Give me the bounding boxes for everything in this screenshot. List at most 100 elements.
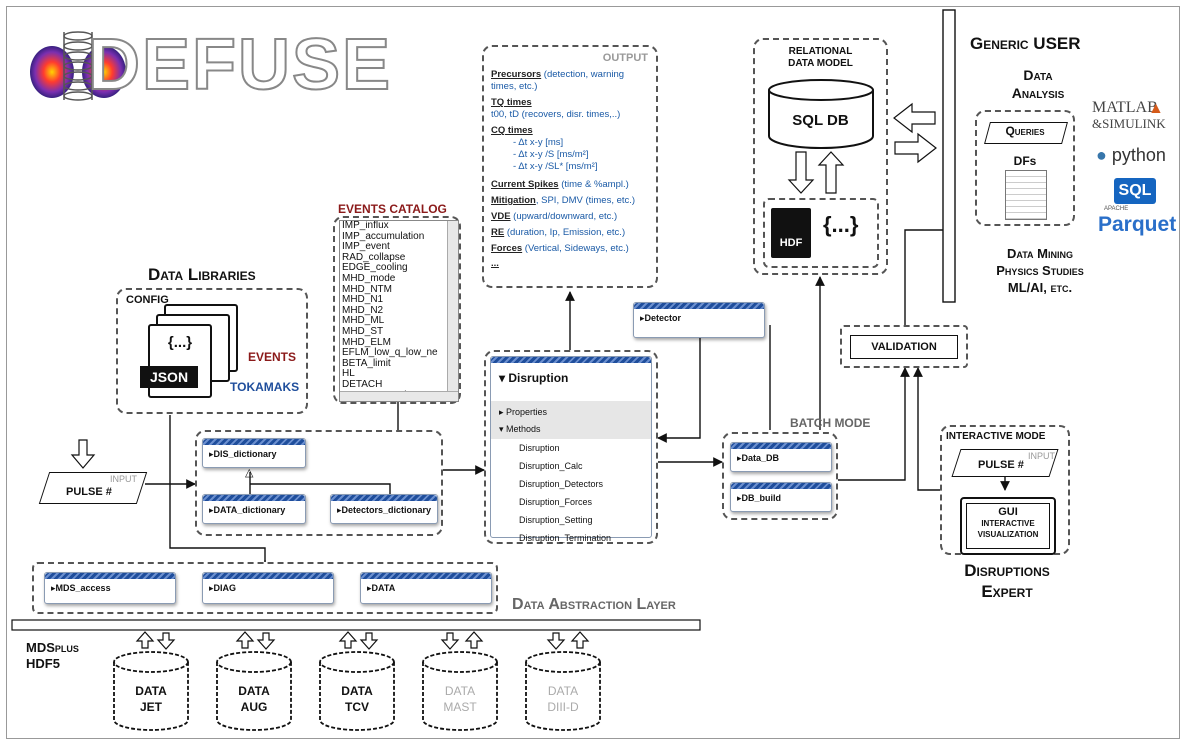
output-mitigation: Mitigation, SPI, DMV (times, etc.) [491, 195, 651, 207]
event-item[interactable]: IMP_event [342, 241, 390, 253]
cq-label: CQ times [491, 125, 533, 136]
gui-box[interactable]: GUI INTERACTIVE VISUALIZATION [960, 497, 1056, 555]
method-item[interactable]: Disruption_Setting [519, 515, 593, 525]
expert-line2: Expert [981, 582, 1033, 601]
validation-box: VALIDATION [840, 325, 968, 368]
data-class[interactable]: DATA [360, 572, 492, 604]
relational-model-box: RELATIONAL DATA MODEL SQL DB HDF {...} [753, 38, 888, 275]
dataframe-icon [1005, 170, 1047, 220]
data-analysis-label: Data Analysis [1011, 67, 1065, 101]
vde-text: (upward/downward, etc.) [510, 211, 618, 222]
event-item[interactable]: MHD_N2 [342, 304, 384, 316]
db-build-class[interactable]: DB_build [730, 482, 832, 512]
relational-title: RELATIONAL DATA MODEL [788, 46, 853, 69]
event-item[interactable]: IMP_influx [342, 220, 389, 231]
class-header [491, 357, 651, 363]
batch-mode-label: BATCH MODE [790, 416, 871, 430]
database-line2: DIII-D [547, 700, 579, 714]
event-item[interactable]: HL [342, 368, 355, 380]
validation-button[interactable]: VALIDATION [850, 335, 958, 359]
dal-box: MDS_access DIAG DATA [32, 562, 498, 614]
event-item[interactable]: MARFE_in_move [342, 400, 420, 401]
events-catalog-title: EVENTS CATALOG [338, 202, 447, 216]
mds-access-class[interactable]: MDS_access [44, 572, 176, 604]
sql-logo: SQL [1114, 178, 1156, 204]
vertical-scrollbar[interactable] [447, 221, 458, 391]
spikes-text: (time & %ampl.) [558, 179, 629, 190]
method-item[interactable]: Disruption_Detectors [519, 479, 604, 489]
spikes-label: Current Spikes [491, 179, 559, 190]
data-mining-label: Data Mining [1007, 246, 1073, 261]
python-icon: ● [1096, 145, 1107, 165]
properties-row[interactable]: ▸ Properties [491, 401, 651, 420]
horizontal-scrollbar[interactable] [340, 391, 458, 401]
dal-title: Data Abstraction Layer [512, 596, 676, 613]
method-item[interactable]: Disruption [519, 443, 560, 453]
detectors-dictionary-class[interactable]: Detectors_dictionary [330, 494, 438, 524]
event-item[interactable]: MHD_N1 [342, 294, 384, 306]
data-db-class[interactable]: Data_DB [730, 442, 832, 472]
event-item[interactable]: MHD_ST [342, 325, 384, 337]
event-item[interactable]: EDGE_cooling [342, 262, 408, 274]
outer-frame [6, 6, 1180, 739]
output-cq: CQ times [491, 125, 651, 137]
pulse-label[interactable]: PULSE # [66, 486, 112, 498]
output-forces: Forces (Vertical, Sideways, etc.) [491, 243, 651, 255]
cq-item-text: Δt x-y [ms] [518, 137, 564, 148]
re-text: (duration, Ip, Emission, etc.) [504, 227, 626, 238]
mlai-label: ML/AI, etc. [1007, 280, 1073, 295]
interactive-pulse-label[interactable]: PULSE # [978, 459, 1024, 471]
event-item[interactable]: MHD_ELM [342, 336, 391, 348]
database-icon [113, 651, 189, 731]
python-label: python [1111, 145, 1166, 165]
database-line1: DATA [341, 684, 373, 698]
database-line1: DATA [444, 684, 476, 698]
gui-label: GUI [998, 506, 1018, 518]
event-item[interactable]: DETACH [342, 378, 383, 390]
physics-label: Physics Studies [996, 263, 1084, 278]
precursors-text: (detection, warning times, etc.) [491, 69, 625, 92]
data-libraries-box: CONFIG {...} JSON EVENTS TOKAMAKS [116, 288, 308, 414]
defuse-logo: DEFUSE [22, 22, 391, 105]
data-dictionary-class[interactable]: DATA_dictionary [202, 494, 306, 524]
re-label: RE [491, 227, 505, 238]
detector-class[interactable]: Detector [633, 302, 765, 338]
diag-class[interactable]: DIAG [202, 572, 334, 604]
method-item[interactable]: Disruption_Termination [519, 533, 612, 543]
queries-label: Queries [1005, 124, 1045, 138]
output-more: ... [491, 258, 651, 270]
cq-item: - Δt x-y [ms] [513, 137, 564, 148]
event-item[interactable]: MHD_mode [342, 272, 396, 284]
class-header [203, 573, 333, 579]
detectors-dictionary-label: Detectors_dictionary [331, 501, 437, 520]
event-item[interactable]: BETA_limit [342, 357, 391, 369]
class-header [731, 443, 831, 449]
event-item[interactable]: RAD_collapse [342, 251, 406, 263]
database-icon [422, 651, 498, 731]
event-item[interactable]: MHD_ML [342, 315, 385, 327]
methods-row[interactable]: ▾ Methods [491, 420, 651, 439]
method-item[interactable]: Disruption_Calc [519, 461, 583, 471]
cq-item: - Δt x-y /SL* [ms/m²] [513, 161, 598, 172]
sql-db-icon [768, 79, 874, 149]
gui-inner: GUI INTERACTIVE VISUALIZATION [966, 503, 1050, 549]
event-item[interactable]: MHD_NTM [342, 283, 392, 295]
database-line2: AUG [240, 700, 268, 714]
output-list: Precursors (detection, warning times, et… [491, 69, 651, 270]
database-line1: DATA [135, 684, 167, 698]
output-vde: VDE (upward/downward, etc.) [491, 211, 651, 223]
dis-dictionary-class[interactable]: DIS_dictionary [202, 438, 306, 468]
methods-label: Methods [506, 424, 541, 434]
disruption-class[interactable]: ▾ Disruption ▸ Properties ▾ Methods Disr… [490, 356, 652, 543]
data-label: DATA [361, 579, 491, 598]
event-item[interactable]: EFLM_low_q_low_ne [342, 347, 438, 359]
method-item[interactable]: Disruption_Forces [519, 497, 593, 507]
dis-dictionary-label: DIS_dictionary [203, 445, 305, 464]
database-icon [216, 651, 292, 731]
event-item[interactable]: IMP_accumulation [342, 230, 425, 242]
batch-mode-box: Data_DB DB_build [722, 432, 838, 520]
